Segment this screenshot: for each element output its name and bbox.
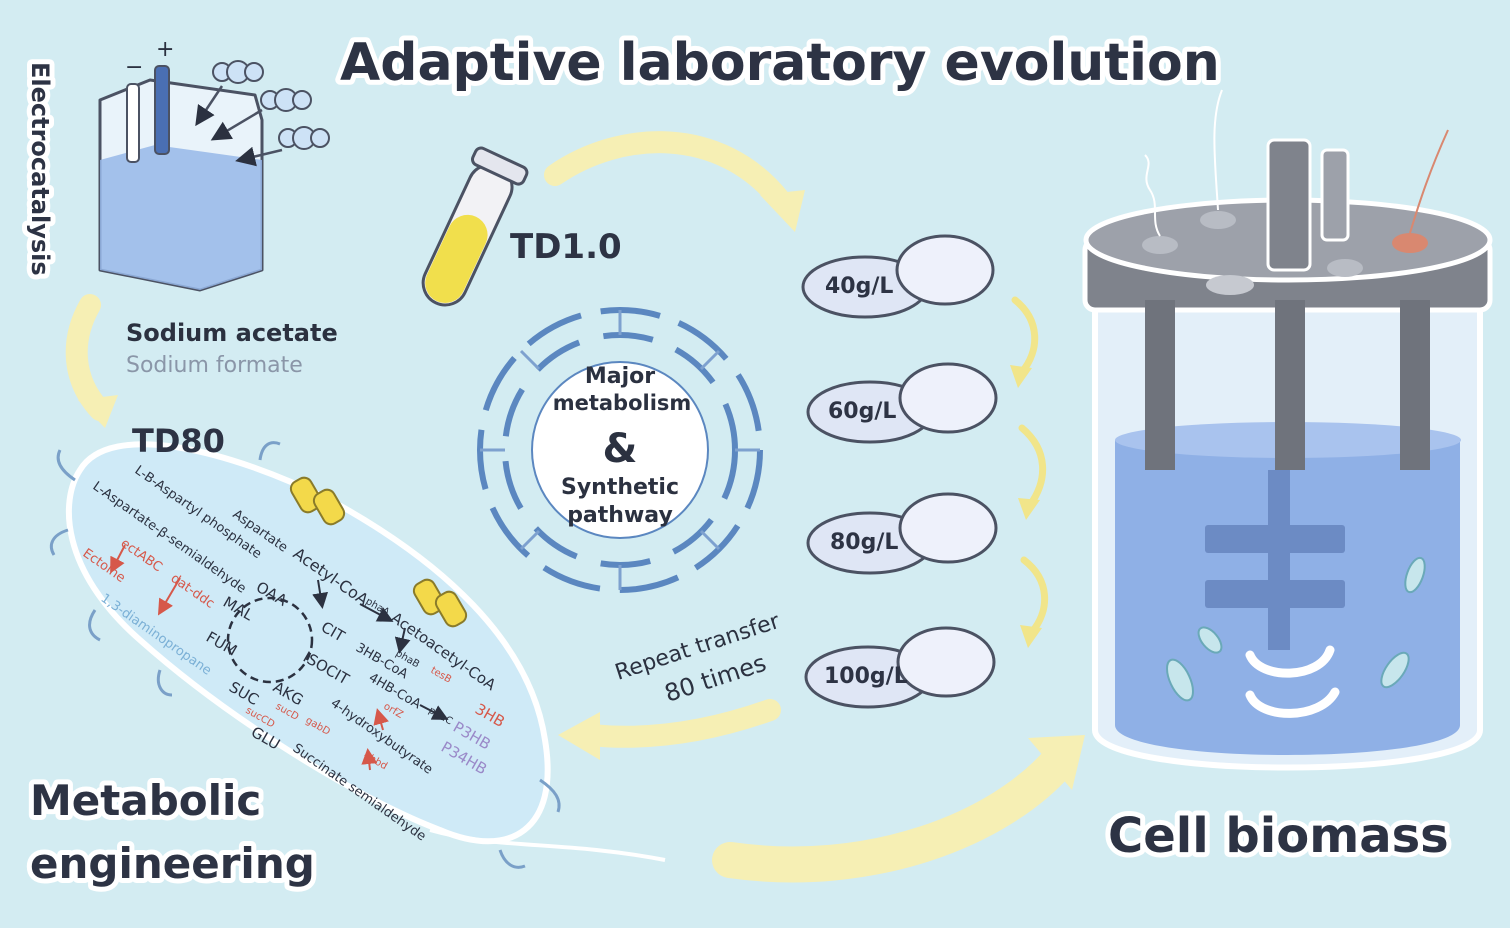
arrow-td10-to-plates	[544, 131, 791, 211]
plate-label-60: 60g/L	[828, 399, 896, 424]
petri-plate-40	[801, 234, 995, 319]
electrode-minus-sign: −	[125, 55, 143, 80]
stirring-arrow-bottom	[1245, 687, 1340, 718]
title-metabolic: Metabolic	[30, 776, 261, 825]
substrate-sodium-formate: Sodium formate	[126, 353, 303, 378]
dna-center-pathway: pathway	[567, 503, 673, 528]
electrode-minus	[126, 83, 140, 163]
arrow-plates-to-td80	[579, 699, 781, 748]
petri-plate-60	[806, 362, 998, 444]
co2-molecule-icons	[212, 60, 330, 150]
title-adaptive-laboratory-evolution: Adaptive laboratory evolution	[340, 33, 1220, 93]
bioreactor	[1082, 89, 1493, 771]
bacterium-cell	[49, 441, 666, 869]
dna-center-synthetic: Synthetic	[561, 475, 679, 500]
electrolysis-cell: − +	[98, 37, 330, 292]
title-electrocatalysis: Electrocatalysis	[26, 62, 54, 276]
arrow-to-bioreactor	[712, 742, 1078, 883]
substrate-sodium-acetate: Sodium acetate	[126, 319, 338, 347]
electrode-plus-sign: +	[156, 37, 174, 62]
stirrer-shaft	[1266, 138, 1312, 272]
plate-label-80: 80g/L	[830, 530, 898, 555]
plate-label-40: 40g/L	[825, 274, 893, 299]
petri-plate-100	[804, 626, 996, 709]
strain-td10-label: TD1.0	[510, 227, 622, 267]
stirring-arrow-top	[1245, 645, 1335, 678]
petri-plate-80	[806, 492, 998, 575]
title-cell-biomass: Cell biomass	[1108, 808, 1449, 864]
plate-label-100: 100g/L	[824, 664, 908, 689]
plate-step-arrows	[1011, 296, 1048, 636]
title-engineering: engineering	[30, 839, 315, 888]
dna-center-metabolism: metabolism	[553, 391, 692, 415]
dna-center-major: Major	[585, 364, 655, 389]
td10-tube	[421, 146, 529, 307]
bacteria-in-broth-icons	[1166, 556, 1426, 702]
dna-center-ampersand: &	[603, 426, 638, 472]
dna-ring	[477, 307, 763, 593]
electrode-plus	[154, 65, 170, 155]
strain-td80-label: TD80	[132, 422, 225, 460]
membrane-transporter-icons	[289, 476, 468, 628]
arrow-electro-to-td80	[65, 294, 111, 421]
